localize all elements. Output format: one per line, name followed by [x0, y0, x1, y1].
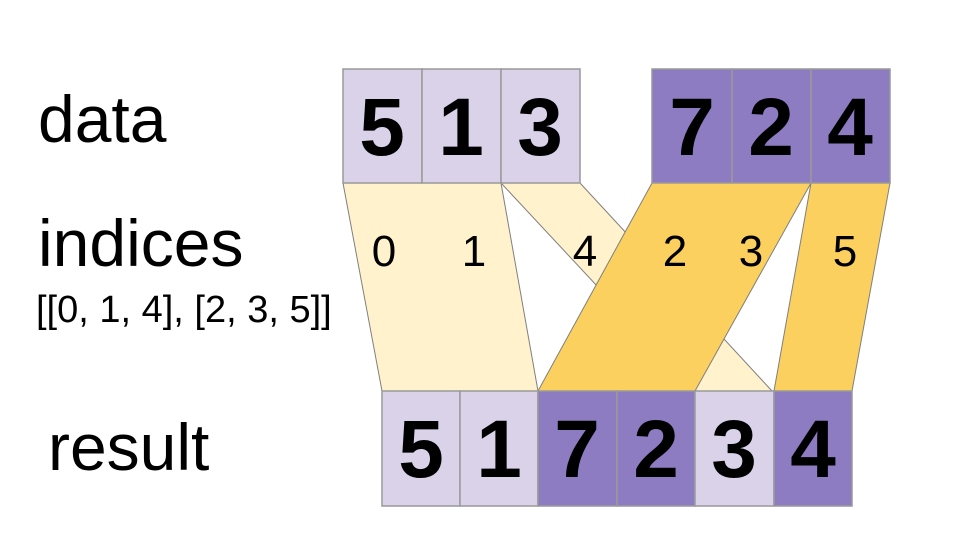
row-labels: data indices [[0, 1, 4], [2, 3, 5]] resu…	[36, 82, 332, 484]
index-value-4: 4	[573, 227, 597, 276]
index-value-0: 0	[372, 227, 396, 276]
data-cell	[421, 68, 502, 184]
data-row-group1: 5 1 3	[342, 68, 581, 184]
indices-row-label: indices	[38, 206, 243, 280]
index-values: 0 1 4 2 3 5	[372, 227, 857, 276]
result-row-label: result	[48, 410, 209, 484]
result-cell-value: 4	[790, 404, 836, 495]
data-cell-value: 7	[669, 82, 715, 173]
result-cell	[694, 390, 775, 507]
result-cell	[537, 390, 618, 507]
data-cell-value: 3	[517, 82, 563, 173]
data-cell-value: 1	[438, 82, 484, 173]
index-value-3: 3	[739, 227, 763, 276]
data-cell-value: 2	[748, 82, 794, 173]
result-cell	[381, 390, 461, 507]
result-cell-value: 1	[476, 404, 522, 495]
result-row: 5 1 7 2 3 4	[381, 390, 853, 507]
data-row-group2: 7 2 4	[651, 68, 891, 184]
result-cell-value: 5	[398, 404, 444, 495]
ribbon-indices-0-1	[342, 182, 539, 392]
result-cell-value: 7	[554, 404, 600, 495]
result-cell-value: 3	[711, 404, 757, 495]
index-ribbons	[342, 182, 891, 392]
data-cell	[500, 68, 581, 184]
data-cell	[342, 68, 423, 184]
data-cell	[731, 68, 812, 184]
result-cell	[773, 390, 853, 507]
index-value-1: 1	[462, 227, 486, 276]
result-cell-value: 2	[633, 404, 679, 495]
index-value-2: 2	[663, 227, 687, 276]
data-cell-value: 5	[359, 82, 405, 173]
indices-literal-label: [[0, 1, 4], [2, 3, 5]]	[36, 289, 332, 331]
result-cell	[616, 390, 696, 507]
data-row-label: data	[38, 82, 167, 156]
data-cell	[651, 68, 733, 184]
data-cell-value: 4	[827, 82, 873, 173]
index-value-5: 5	[833, 227, 857, 276]
data-cell	[810, 68, 891, 184]
result-cell	[459, 390, 539, 507]
